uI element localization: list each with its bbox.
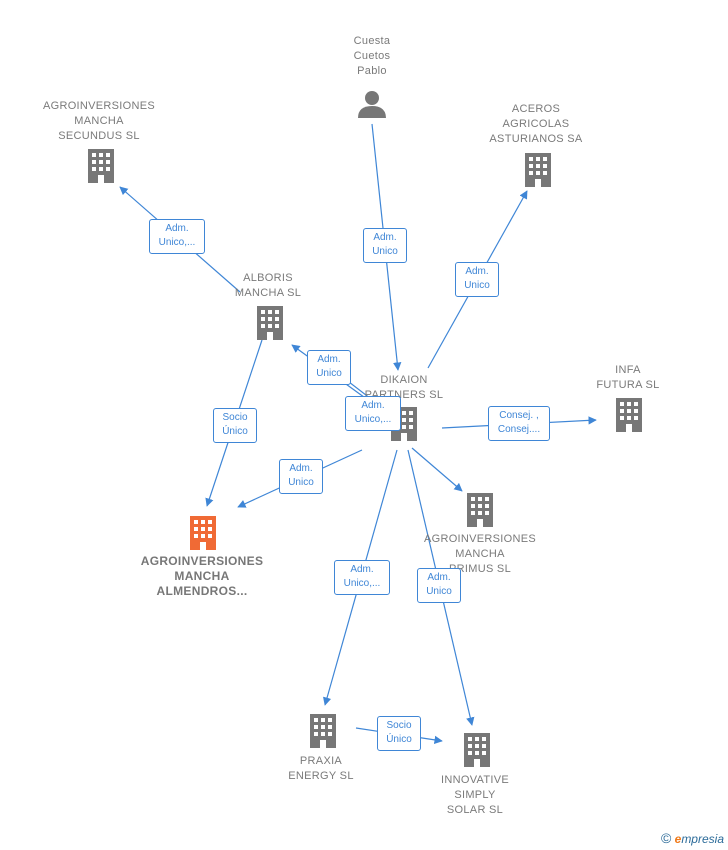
edge-label-alboris-almendros[interactable]: Socio Único <box>213 408 257 443</box>
edge-dikaion-primus <box>411 447 463 492</box>
building-icon[interactable] <box>310 714 336 748</box>
building-icon[interactable] <box>88 149 114 183</box>
edge-label-dikaion-aceros[interactable]: Adm. Unico <box>455 262 499 297</box>
edge-label-alboris-secundus[interactable]: Adm. Unico,... <box>149 219 205 254</box>
edge-label-dikaion-almendros[interactable]: Adm. Unico <box>279 459 323 494</box>
building-icon[interactable] <box>257 306 283 340</box>
edge-label-dikaion-praxia[interactable]: Adm. Unico,... <box>334 560 390 595</box>
building-icon[interactable] <box>467 493 493 527</box>
building-icon[interactable] <box>616 398 642 432</box>
edge-label-praxia-innovative[interactable]: Socio Único <box>377 716 421 751</box>
copyright-symbol: © <box>660 830 672 846</box>
brand-name: mpresia <box>681 832 724 846</box>
node-label-infa[interactable]: INFA FUTURA SL <box>596 364 660 391</box>
node-label-agro-secundus[interactable]: AGROINVERSIONES MANCHA SECUNDUS SL <box>42 100 156 142</box>
node-label-innovative[interactable]: INNOVATIVE SIMPLY SOLAR SL <box>441 774 509 816</box>
building-icon[interactable] <box>464 733 490 767</box>
node-label-praxia[interactable]: PRAXIA ENERGY SL <box>288 755 354 782</box>
building-icon[interactable] <box>525 153 551 187</box>
edge-label-dikaion-innovative[interactable]: Adm. Unico <box>417 568 461 603</box>
building-icon[interactable] <box>190 516 216 550</box>
edge-label-dikaion-infa[interactable]: Consej. , Consej.... <box>488 406 550 441</box>
node-label-aceros[interactable]: ACEROS AGRICOLAS ASTURIANOS SA <box>489 103 583 145</box>
brand-initial: e <box>674 832 682 846</box>
edge-label-cuesta-dikaion[interactable]: Adm. Unico <box>363 228 407 263</box>
node-label-alboris[interactable]: ALBORIS MANCHA SL <box>234 272 302 299</box>
node-label-cuesta[interactable]: Cuesta Cuetos Pablo <box>353 35 391 77</box>
person-icon[interactable] <box>358 91 386 118</box>
empresia-logo[interactable]: © empresia <box>661 830 724 846</box>
edge-label-dikaion-alboris-2[interactable]: Adm. Unico,... <box>345 396 401 431</box>
edge-label-dikaion-alboris-1[interactable]: Adm. Unico <box>307 350 351 385</box>
node-label-agro-almendros[interactable]: AGROINVERSIONES MANCHA ALMENDROS... <box>140 554 264 598</box>
